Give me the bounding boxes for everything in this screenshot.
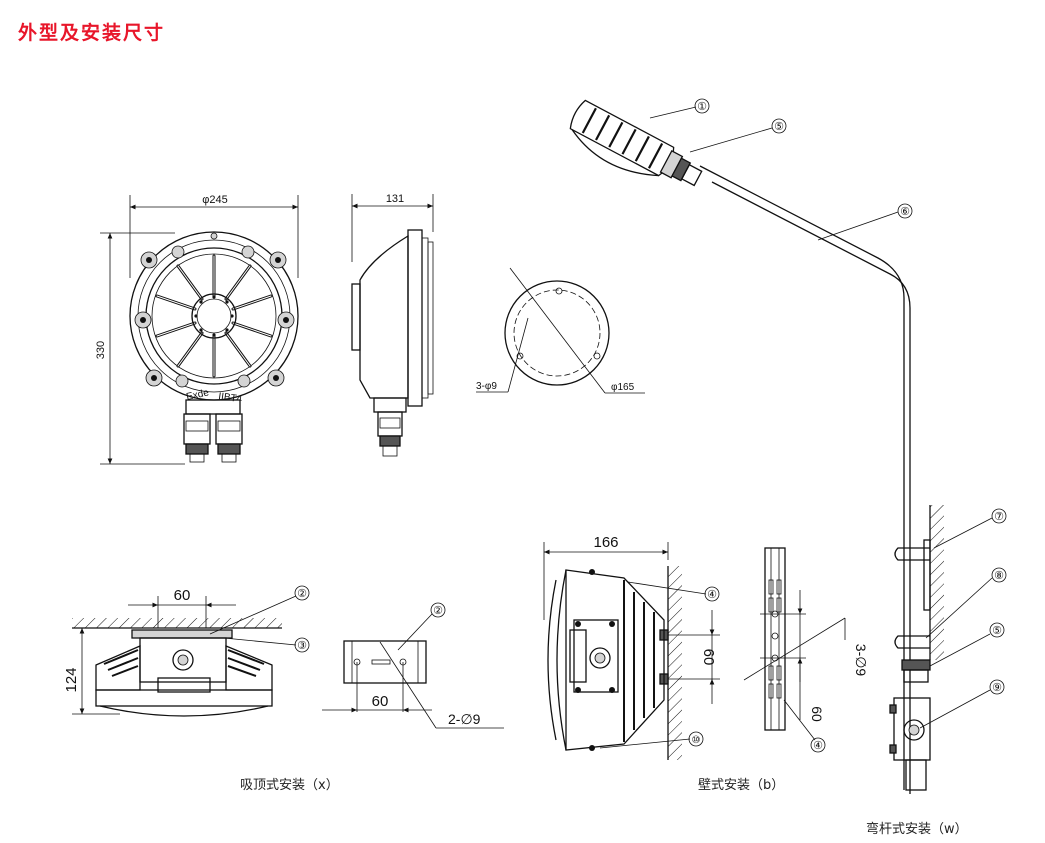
wall-mount: 166 60 ④ — [543, 534, 869, 760]
pole-callout-3: ⑥ — [900, 206, 910, 218]
wall-depth-dim: 166 — [593, 534, 618, 551]
pole-callout-2: ⑤ — [774, 121, 784, 133]
wall-bracket-callout: ④ — [813, 740, 823, 752]
ceiling-top-spacing: 60 — [174, 587, 191, 604]
wall-callout-4: ④ — [707, 589, 717, 601]
front-marking-iibt4: IIBT4 — [218, 391, 244, 405]
wall-bracket-spacing: 60 — [809, 706, 825, 722]
pole-callout-7: ⑨ — [992, 682, 1002, 694]
flange-detail: φ165 3-φ9 — [476, 267, 645, 394]
wall-bolt-spacing: 60 — [700, 649, 717, 666]
pole-callout-1: ① — [697, 101, 707, 113]
ceiling-callout-3: ③ — [297, 640, 307, 652]
front-view: φ245 330 — [95, 194, 299, 465]
ceiling-height: 124 — [63, 667, 80, 692]
flange-holes-label: 3-φ9 — [476, 381, 497, 392]
page-title: 外型及安装尺寸 — [18, 22, 166, 44]
front-marking-exde: Exde — [185, 387, 210, 403]
side-view: 131 — [351, 193, 434, 457]
ceiling-mount-caption: 吸顶式安装（x） — [240, 778, 339, 793]
ceiling-plate-spacing: 60 — [372, 693, 389, 710]
ceiling-mount: 60 124 ② ③ — [63, 585, 504, 729]
front-height-dim: 330 — [95, 341, 107, 359]
ceiling-plate-callout: ② — [433, 605, 443, 617]
front-width-dim: φ245 — [202, 194, 228, 206]
flange-pcd-label: φ165 — [611, 382, 635, 393]
ceiling-plate-holes: 2-∅9 — [448, 711, 481, 727]
wall-mount-caption: 壁式安装（b） — [698, 778, 785, 793]
wall-callout-10: ⑩ — [692, 735, 701, 746]
ceiling-callout-2: ② — [297, 588, 307, 600]
pole-callout-6: ⑤ — [992, 625, 1002, 637]
side-depth-dim: 131 — [386, 193, 404, 205]
pole-mount: ① ⑤ ⑥ ⑦ ⑧ ⑤ ⑨ — [569, 98, 1007, 794]
pole-mount-caption: 弯杆式安装（w） — [866, 822, 968, 837]
pole-callout-4: ⑦ — [994, 511, 1004, 523]
wall-bracket-holes: 3-∅9 — [853, 644, 869, 677]
pole-callout-5: ⑧ — [994, 570, 1004, 582]
